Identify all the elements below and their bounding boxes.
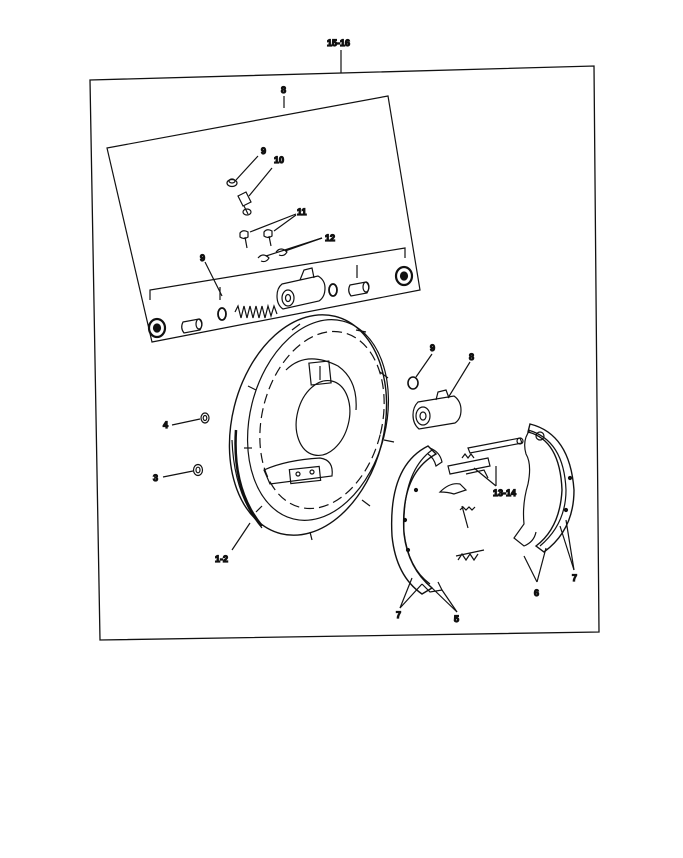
shoe-right-6-leader-a (523, 555, 538, 583)
cyl-right-part (412, 389, 462, 430)
cyl-right-leader (447, 361, 471, 399)
shoe-right-7-leader-a (559, 525, 575, 571)
brake-shoe-right (513, 423, 575, 553)
backing-plate (228, 314, 395, 541)
kit-screws-leader-b (273, 214, 297, 232)
label-shoe-left-7: 7 (396, 610, 401, 620)
clip-parts (257, 248, 288, 263)
label-plug-small: 4 (163, 420, 168, 430)
bleeder-screw-part (237, 191, 252, 216)
plug-large-leader (162, 470, 194, 478)
return-spring (234, 303, 278, 319)
kit-clips-leader-b (284, 237, 323, 252)
shoe-left-5-leader-a (429, 585, 458, 613)
dust-boot-left (147, 317, 167, 339)
label-kit-screws: 11 (297, 207, 307, 217)
backing-plate-leader (231, 522, 251, 551)
label-kit-cyl-parts: 9 (200, 253, 205, 263)
label-kit-clips: 12 (325, 233, 335, 243)
plug-small-leader (171, 418, 201, 426)
label-assembly: 15-16 (327, 38, 350, 48)
shoe-right-7-leader-b (565, 519, 575, 571)
kit-cyl-bracket (149, 247, 406, 300)
label-adjuster: 13-14 (493, 488, 516, 498)
adjuster-parts (438, 437, 524, 562)
plug-large-part (192, 463, 204, 477)
outer-frame (89, 65, 600, 641)
label-shoe-right-7: 7 (572, 573, 577, 583)
piston-right (348, 281, 370, 297)
shoe-left-7-leader-a (399, 577, 413, 609)
kit-bleeder-cap-leader (235, 155, 259, 181)
cap-right-part (407, 376, 419, 390)
cylinder-body (276, 267, 326, 310)
label-kit-top: 8 (281, 85, 286, 95)
label-kit-bleeder-cap: 9 (261, 146, 266, 156)
label-cyl-right: 8 (469, 352, 474, 362)
brake-shoe-left (390, 445, 443, 595)
kit-screws-leader-a (249, 213, 297, 233)
label-backing-plate: 1-2 (215, 554, 228, 564)
label-plug-large: 3 (153, 473, 158, 483)
label-shoe-right-6: 6 (534, 588, 539, 598)
seal-right (328, 283, 338, 297)
bleeder-cap-part (226, 178, 238, 188)
dust-boot-right (394, 265, 414, 287)
shoe-left-5-leader-b (441, 589, 458, 613)
seal-left (217, 307, 227, 321)
label-cap-right: 9 (430, 343, 435, 353)
label-kit-bleeder: 10 (274, 155, 284, 165)
label-shoe-left-5: 5 (454, 614, 459, 624)
piston-left (181, 318, 203, 334)
shoe-left-7-leader-b (399, 583, 423, 609)
shoe-right-6-leader-b (536, 547, 547, 583)
kit-cyl-leader-top (204, 261, 223, 297)
adjuster-leader-a (473, 467, 497, 487)
plug-small-part (200, 412, 210, 424)
kit-frame (106, 95, 421, 343)
kit-bleeder-leader (248, 167, 273, 197)
screw-parts (239, 229, 273, 249)
cap-right-leader (415, 353, 433, 378)
